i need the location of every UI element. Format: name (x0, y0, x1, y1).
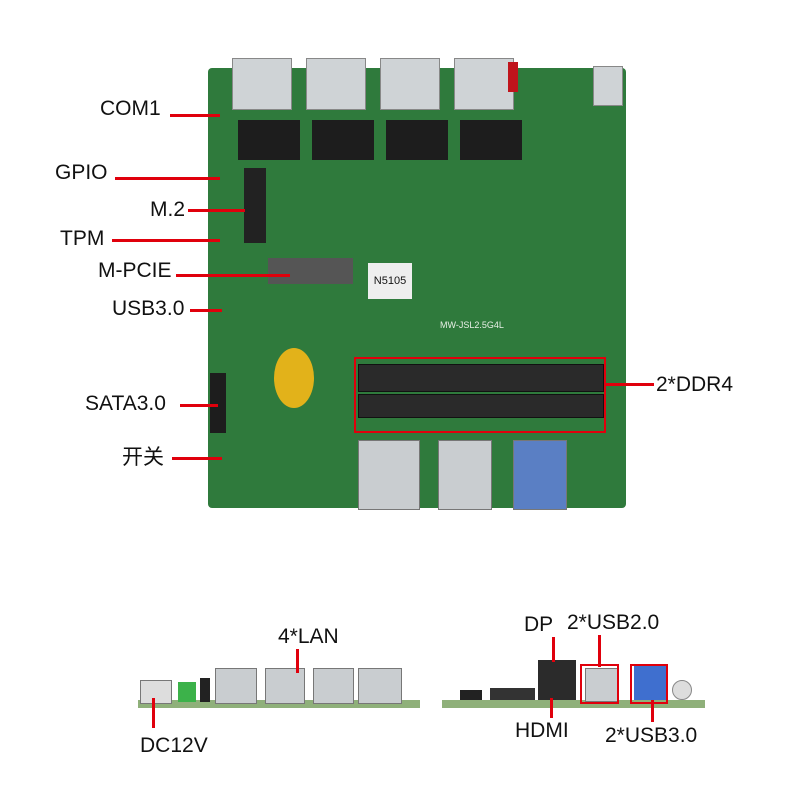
board-edge-right (442, 700, 705, 708)
lan-chip (238, 120, 300, 160)
label-usb30-bottom: 2*USB3.0 (605, 724, 698, 747)
lan-port-4 (454, 58, 514, 110)
pointer-line (550, 698, 553, 718)
m2-slot (244, 168, 266, 243)
pointer-line (170, 114, 220, 117)
usb20-highlight-box (580, 664, 619, 704)
pointer-line (115, 177, 220, 180)
label-usb20: 2*USB2.0 (567, 611, 660, 634)
pointer-line (598, 635, 601, 667)
pointer-line (651, 700, 654, 722)
label-sata: SATA3.0 (85, 392, 166, 415)
label-mpcie: M-PCIE (98, 259, 172, 282)
label-hdmi: HDMI (515, 719, 569, 742)
pointer-line (604, 383, 654, 386)
terminal-block (178, 682, 196, 702)
lan-chip (386, 120, 448, 160)
label-dp: DP (524, 613, 554, 636)
pointer-line (190, 309, 222, 312)
power-button (508, 62, 518, 92)
usb30-stack (513, 440, 567, 510)
power-button-icon (672, 680, 692, 700)
lan-port (358, 668, 402, 704)
cpu-label: N5105 (368, 263, 412, 299)
pointer-line (188, 209, 245, 212)
lan-port-3 (380, 58, 440, 110)
pointer-line (112, 239, 220, 242)
pointer-line (296, 649, 299, 673)
pointer-line (180, 404, 218, 407)
pointer-line (176, 274, 290, 277)
dp-hdmi-stack (358, 440, 420, 510)
motherboard-top-view: N5105 MW-JSL2.5G4L (208, 58, 626, 510)
ddr4-slot-1 (358, 364, 604, 392)
label-m2: M.2 (150, 198, 186, 221)
model-silkscreen: MW-JSL2.5G4L (440, 320, 504, 330)
board-edge-left (138, 700, 420, 708)
connector (490, 688, 535, 700)
label-usb30: USB3.0 (112, 297, 185, 320)
lan-chip (312, 120, 374, 160)
lan-port (265, 668, 305, 704)
label-com1: COM1 (100, 97, 161, 120)
pointer-line (152, 698, 155, 728)
pointer-line (552, 637, 555, 662)
pointer-line (172, 457, 222, 460)
cmos-battery (274, 348, 314, 408)
lan-port (313, 668, 354, 704)
ddr4-slot-2 (358, 394, 604, 418)
label-gpio: GPIO (55, 161, 108, 184)
usb30-ports (634, 666, 666, 700)
led-indicators (200, 678, 210, 702)
dc-jack (593, 66, 623, 106)
label-dc12v: DC12V (140, 734, 208, 757)
lan-port (215, 668, 257, 704)
label-ddr4: 2*DDR4 (656, 373, 734, 396)
ddr4-highlight-box (354, 357, 606, 433)
usb20-stack (438, 440, 492, 510)
header (460, 690, 482, 700)
usb30-highlight-box (630, 664, 668, 704)
label-lan: 4*LAN (278, 625, 339, 648)
lan-chip (460, 120, 522, 160)
sata-connector (210, 373, 226, 433)
label-tpm: TPM (60, 227, 105, 250)
lan-port-2 (306, 58, 366, 110)
lan-port-1 (232, 58, 292, 110)
dp-hdmi-port (538, 660, 576, 700)
dc-jack (140, 680, 172, 704)
mpcie-slot (268, 258, 353, 284)
label-switch: 开关 (122, 446, 164, 469)
